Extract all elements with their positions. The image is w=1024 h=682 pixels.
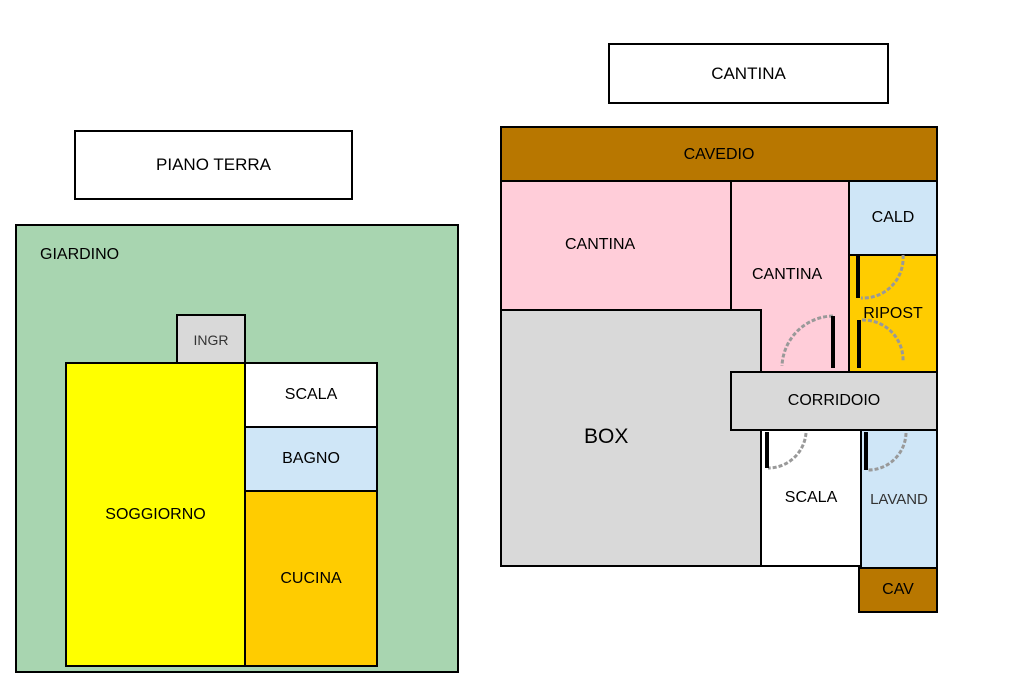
label-soggiorno: SOGGIORNO (105, 505, 206, 523)
label-ingr: INGR (193, 332, 229, 348)
label-cucina: CUCINA (280, 569, 342, 587)
ground-floor-title-text: PIANO TERRA (156, 155, 271, 174)
basement-title: CANTINA (608, 43, 889, 104)
label-ripost: RIPOST (863, 304, 923, 322)
room-cucina: CUCINA (244, 490, 378, 667)
label-corridoio: CORRIDOIO (787, 392, 881, 409)
label-cantina-right: CANTINA (752, 266, 823, 283)
label-cantina-left: CANTINA (565, 236, 636, 253)
room-cav: CAV (858, 567, 938, 613)
room-cantina-left (500, 180, 732, 311)
label-lavand: LAVAND (870, 490, 928, 508)
room-cald: CALD (848, 180, 938, 256)
label-giardino: GIARDINO (40, 246, 120, 263)
room-cavedio: CAVEDIO (500, 126, 938, 183)
room-scala-ground: SCALA (244, 362, 378, 428)
room-bagno: BAGNO (244, 426, 378, 492)
label-bagno: BAGNO (282, 450, 340, 467)
label-scala-basement: SCALA (784, 489, 838, 506)
room-soggiorno: SOGGIORNO (65, 362, 246, 667)
label-cald: CALD (871, 209, 915, 226)
room-scala-basement: SCALA (760, 429, 862, 567)
label-cavedio: CAVEDIO (683, 145, 755, 163)
label-cav: CAV (882, 581, 914, 598)
ground-floor-title: PIANO TERRA (74, 130, 353, 200)
room-ripost: RIPOST (848, 254, 938, 373)
label-box: BOX (584, 425, 629, 448)
label-scala-ground: SCALA (284, 386, 338, 403)
room-box (500, 309, 762, 567)
basement-title-text: CANTINA (711, 63, 786, 83)
room-lavand: LAVAND (860, 429, 938, 569)
room-ingr: INGR (176, 314, 246, 366)
room-corridoio: CORRIDOIO (730, 371, 938, 431)
